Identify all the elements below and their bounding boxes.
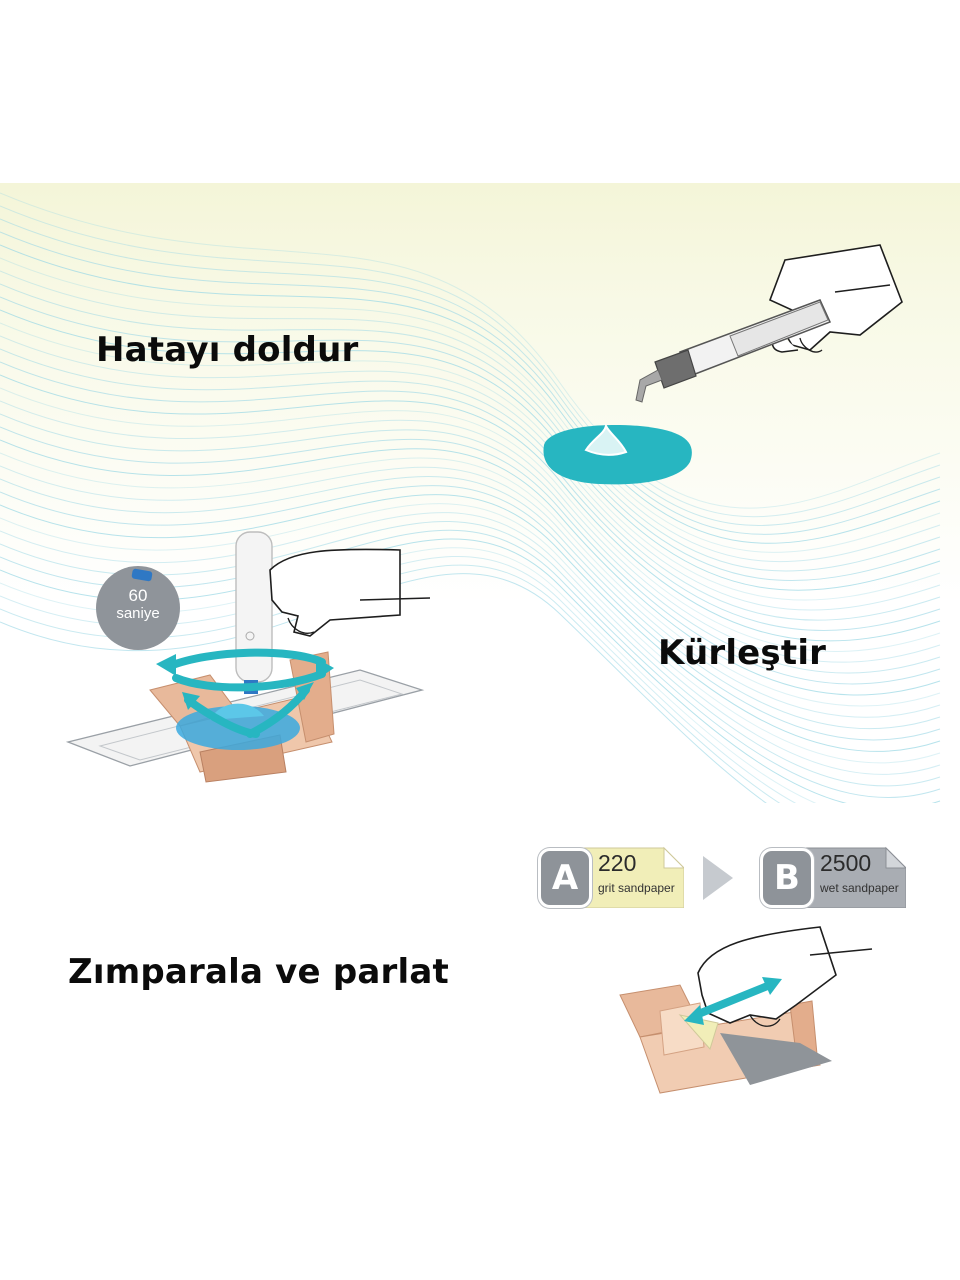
wet-sandpaper-sheet	[720, 1033, 832, 1085]
sandpaper-grit: 220	[598, 850, 637, 876]
rotate-arrows-icon	[166, 648, 326, 738]
curing-light-icon	[235, 531, 273, 694]
wave-line	[0, 426, 941, 685]
hand-icon	[697, 926, 873, 1027]
wave-line	[0, 192, 941, 509]
wave-line	[0, 283, 941, 572]
wave-line	[0, 538, 941, 803]
wave-line	[0, 400, 941, 663]
wave-line	[0, 270, 941, 563]
step-title-cure: Kürleştir	[658, 633, 827, 673]
wave-line	[0, 452, 941, 707]
wave-line	[0, 521, 941, 787]
wave-line	[0, 309, 941, 591]
wave-line	[0, 205, 941, 518]
sandpaper-card-b: B 2500 wet sandpaper	[760, 840, 910, 910]
sandpaper-card-a: A 220 grit sandpaper	[538, 840, 688, 910]
wave-line	[0, 296, 941, 582]
next-arrow-icon	[703, 856, 733, 900]
wave-line	[0, 485, 941, 741]
sandpaper-grit: 2500	[820, 850, 872, 876]
sandpaper-icon	[784, 842, 906, 908]
wave-line	[0, 503, 941, 764]
hand-icon	[269, 548, 431, 637]
wave-line	[0, 231, 941, 535]
wave-line	[0, 556, 797, 803]
wave-line	[0, 348, 941, 621]
wave-line	[0, 335, 941, 611]
wave-line	[0, 361, 941, 631]
syringe-fill-illustration	[543, 244, 903, 485]
curing-illustration	[65, 531, 431, 783]
sandpaper-icon	[562, 842, 684, 908]
wave-line	[0, 374, 941, 642]
timer-icon	[131, 568, 153, 582]
step-title-sand-polish: Zımparala ve parlat	[68, 952, 449, 992]
wave-line	[0, 439, 941, 696]
wave-line	[0, 476, 941, 730]
sandpaper-kind: grit sandpaper	[598, 881, 675, 895]
sandpaper-grade: A	[538, 848, 592, 908]
wave-line	[0, 387, 941, 652]
wave-line	[0, 218, 941, 526]
sandpaper-kind: wet sandpaper	[820, 881, 899, 895]
step-title-fill: Hatayı doldur	[96, 330, 359, 370]
wave-line	[0, 529, 941, 798]
wave-line	[0, 564, 781, 803]
wave-line	[0, 494, 941, 752]
timer-badge: 60 saniye	[96, 566, 180, 650]
wave-line	[0, 547, 817, 803]
syringe-icon	[635, 299, 832, 403]
wave-line	[0, 322, 941, 601]
wave-line	[0, 573, 767, 803]
timer-value: 60	[128, 586, 148, 605]
sanding-illustration	[619, 926, 873, 1094]
wave-line	[0, 465, 941, 718]
wave-line	[0, 257, 941, 553]
sandpaper-grade: B	[760, 848, 814, 908]
double-arrow-icon	[684, 977, 782, 1025]
wave-line	[0, 413, 941, 674]
wave-line	[0, 244, 941, 544]
wave-lines-background	[0, 192, 941, 803]
timer-unit: saniye	[116, 605, 160, 622]
wave-line	[0, 512, 941, 775]
